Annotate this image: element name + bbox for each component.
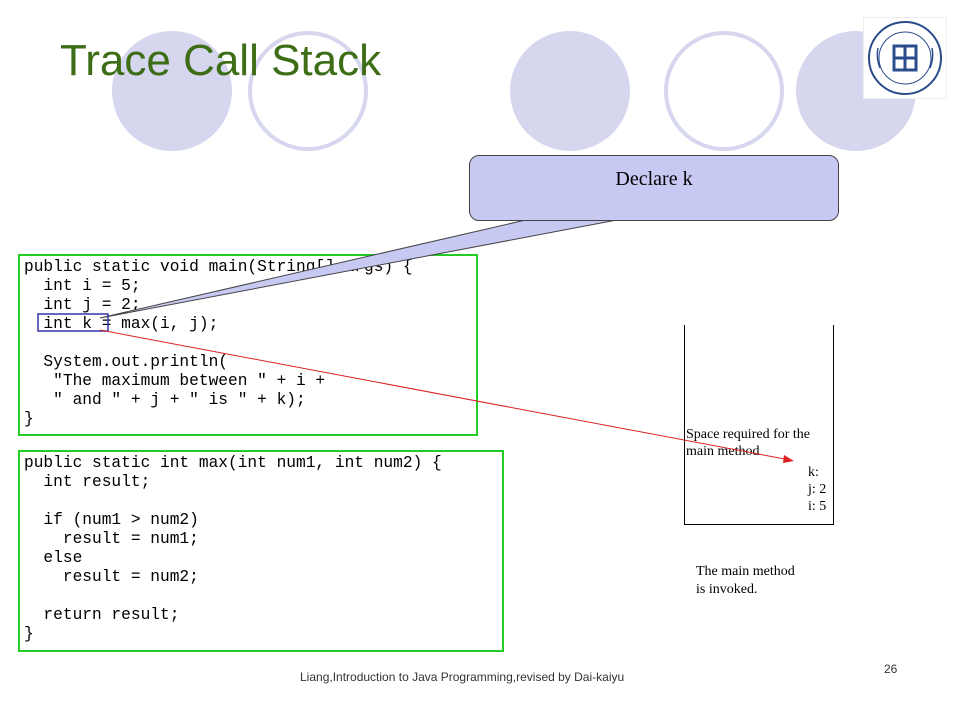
slide-footer: Liang,Introduction to Java Programming,r… — [300, 670, 625, 684]
code-main-line-2: int i = 5; — [43, 277, 141, 295]
pointer-arrow-head — [783, 455, 794, 463]
code-main-line-8: " and " + j + " is " + k); — [53, 391, 306, 409]
code-max-line-7: result = num2; — [62, 568, 199, 586]
decor-circle-2 — [248, 31, 368, 151]
page-number: 26 — [884, 662, 898, 676]
highlight-box — [37, 313, 109, 332]
code-main: public static void main(String[] args) {… — [24, 258, 413, 429]
stack-frame-label-line2: main method — [686, 444, 760, 459]
slide-title: Trace Call Stack — [60, 36, 382, 85]
code-main-line-9: } — [24, 410, 34, 428]
decor-circle-3 — [510, 31, 630, 151]
code-max-line-6: else — [43, 549, 83, 567]
code-main-line-3: int j = 2; — [43, 296, 141, 314]
code-max-line-1: public static int max(int num1, int num2… — [24, 454, 442, 472]
code-max-line-10: } — [24, 625, 34, 643]
code-max-line-2: int result; — [43, 473, 151, 491]
call-stack-frame — [684, 325, 834, 525]
code-max-line-4: if (num1 > num2) — [43, 511, 199, 529]
stack-var-i: i: 5 — [808, 499, 827, 514]
code-main-line-6: System.out.println( — [43, 353, 228, 371]
callout-pointer — [99, 218, 623, 319]
code-max-line-5: result = num1; — [62, 530, 199, 548]
code-main-line-4: int k = max(i, j); — [43, 315, 219, 333]
pointer-arrow-line — [99, 329, 791, 461]
code-max-line-9: return result; — [43, 606, 180, 624]
callout-declare-k: Declare k — [469, 155, 839, 221]
stack-frame-label-line1: Space required for the — [686, 427, 810, 442]
university-seal-logo — [864, 18, 946, 98]
stack-var-k: k: — [808, 465, 819, 480]
decor-circle-1 — [112, 31, 232, 151]
stack-caption-line1: The main method — [696, 564, 795, 579]
stack-caption-line2: is invoked. — [696, 582, 758, 597]
code-main-line-7: "The maximum between " + i + — [53, 372, 326, 390]
code-max: public static int max(int num1, int num2… — [24, 454, 442, 644]
stack-var-j: j: 2 — [808, 482, 827, 497]
code-box-max: public static int max(int num1, int num2… — [18, 450, 504, 652]
decor-circle-4 — [664, 31, 784, 151]
